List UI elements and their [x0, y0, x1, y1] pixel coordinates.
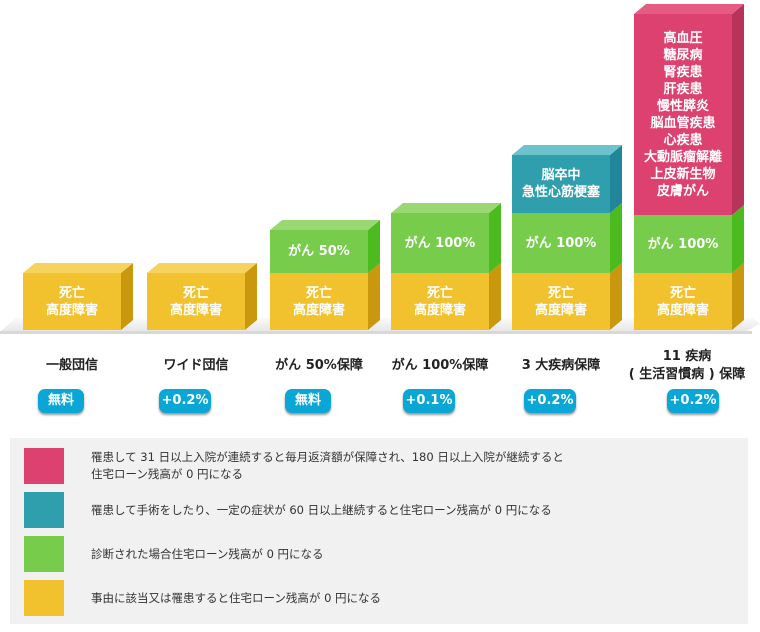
legend-item-teal: 罹患して手術をしたり、一定の症状が 60 日以上継続すると住宅ローン残高が 0 … [24, 492, 552, 528]
premium-badge: +0.2% [159, 389, 211, 413]
segment-label: 大動脈瘤解離 [643, 149, 722, 165]
plan-name: 一般団信 [7, 357, 137, 375]
plan-name: 3 大疾病保障 [496, 357, 626, 375]
plan-name-line: がん 50%保障 [275, 358, 363, 373]
bar-side-face [610, 145, 622, 213]
legend-text: 罹患して手術をしたり、一定の症状が 60 日以上継続すると住宅ローン残高が 0 … [91, 502, 552, 517]
bar-segment-green: がん 100% [512, 213, 610, 273]
legend-text: 事由に該当又は罹患すると住宅ローン残高が 0 円になる [91, 590, 382, 605]
plan-name-line: 11 疾病 [662, 349, 712, 364]
segment-label: 糖尿病 [663, 47, 703, 63]
bar-top-face [270, 220, 380, 230]
segment-label: 急性心筋梗塞 [521, 185, 600, 200]
bar-side-face [121, 263, 133, 330]
premium-badge: +0.1% [403, 389, 455, 413]
bar-segment-green: がん 100% [391, 213, 489, 273]
segment-label: 腎疾患 [663, 64, 703, 80]
bar-segment-green: がん 50% [270, 230, 368, 273]
legend-text: 診断された場合住宅ローン残高が 0 円になる [91, 546, 324, 561]
plan-name-line: 3 大疾病保障 [521, 358, 601, 373]
premium-badge: +0.2% [524, 389, 576, 413]
segment-label: がん 50% [288, 244, 350, 259]
segment-label: 肝疾患 [663, 81, 703, 97]
bar-side-face [732, 4, 744, 215]
legend-text-line2: 住宅ローン残高が 0 円になる [91, 467, 244, 481]
legend-swatch-yellow [24, 580, 64, 616]
bar-side-face [732, 263, 744, 330]
segment-label: 死亡 [58, 285, 85, 301]
plan-name-line2: ( 生活習慣病 ) 保障 [628, 367, 746, 382]
segment-label: 高度障害 [169, 302, 222, 318]
segment-label: 脳血管疾患 [650, 115, 716, 131]
segment-label: 高度障害 [45, 302, 98, 318]
segment-label: 高度障害 [292, 302, 345, 318]
premium-badge: +0.2% [667, 389, 719, 413]
bar-segment-yellow: 死亡高度障害 [512, 273, 610, 330]
segment-label: がん 100% [404, 235, 476, 251]
segment-label: 上皮新生物 [650, 166, 716, 182]
legend-swatch-green [24, 536, 64, 572]
bar-top-face [512, 145, 622, 155]
plan-name-line: 一般団信 [45, 358, 98, 373]
legend-item-pink: 罹患して 31 日以上入院が連続すると毎月返済額が保障され、180 日以上入院が… [24, 448, 564, 484]
bar-top-face [147, 263, 257, 273]
bar-side-face [732, 205, 744, 273]
bar-segment-yellow: 死亡高度障害 [23, 273, 121, 330]
bar-side-face [368, 220, 380, 273]
segment-label: 高度障害 [656, 302, 709, 318]
segment-label: 皮膚がん [656, 183, 709, 199]
bar-segment-yellow: 死亡高度障害 [147, 273, 245, 330]
bar-side-face [610, 263, 622, 330]
segment-label: 慢性膵炎 [656, 98, 709, 114]
segment-label: 高度障害 [534, 302, 587, 318]
segment-label: がん 100% [647, 236, 719, 252]
segment-label: 脳卒中 [541, 168, 581, 183]
plan-name-line: がん 100%保障 [391, 358, 489, 373]
segment-label: 高度障害 [413, 302, 466, 318]
plan-name: がん 100%保障 [375, 357, 505, 375]
segment-label: 死亡 [669, 285, 696, 301]
plan-name-line: ワイド団信 [163, 358, 229, 373]
premium-badge: 無料 [38, 389, 84, 413]
bar-side-face [368, 263, 380, 330]
premium-badge: 無料 [285, 389, 331, 413]
bar-top-face [391, 203, 501, 213]
bar-side-face [610, 203, 622, 273]
floor-shadow [0, 331, 752, 334]
legend-swatch-teal [24, 492, 64, 528]
bar-side-face [489, 263, 501, 330]
bar-side-face [245, 263, 257, 330]
legend: 罹患して 31 日以上入院が連続すると毎月返済額が保障され、180 日以上入院が… [10, 438, 748, 624]
bar-segment-green: がん 100% [634, 215, 732, 273]
legend-item-green: 診断された場合住宅ローン残高が 0 円になる [24, 536, 324, 572]
plan-name: がん 50%保障 [254, 357, 384, 375]
segment-label: 死亡 [182, 285, 209, 301]
bar-side-face [489, 203, 501, 273]
plan-name: 11 疾病 ( 生活習慣病 ) 保障 [612, 348, 760, 384]
bar-top-face [634, 4, 744, 14]
legend-item-yellow: 事由に該当又は罹患すると住宅ローン残高が 0 円になる [24, 580, 381, 616]
plan-name: ワイド団信 [131, 357, 261, 375]
segment-label: がん 100% [525, 235, 597, 251]
bar-segment-yellow: 死亡高度障害 [634, 273, 732, 330]
segment-label: 高血圧 [663, 30, 703, 46]
segment-label: 死亡 [547, 285, 574, 301]
bar-segment-yellow: 死亡高度障害 [270, 273, 368, 330]
legend-text: 罹患して 31 日以上入院が連続すると毎月返済額が保障され、180 日以上入院が… [91, 450, 564, 464]
bar-segment-teal: 脳卒中急性心筋梗塞 [512, 155, 610, 213]
segment-label: 死亡 [426, 285, 453, 301]
segment-label: 心疾患 [663, 132, 703, 148]
bar-segment-yellow: 死亡高度障害 [391, 273, 489, 330]
bar-segment-pink: 高血圧糖尿病腎疾患肝疾患慢性膵炎脳血管疾患心疾患大動脈瘤解離上皮新生物皮膚がん [634, 14, 732, 215]
segment-label: 死亡 [305, 285, 332, 301]
legend-swatch-pink [24, 448, 64, 484]
bar-top-face [23, 263, 133, 273]
